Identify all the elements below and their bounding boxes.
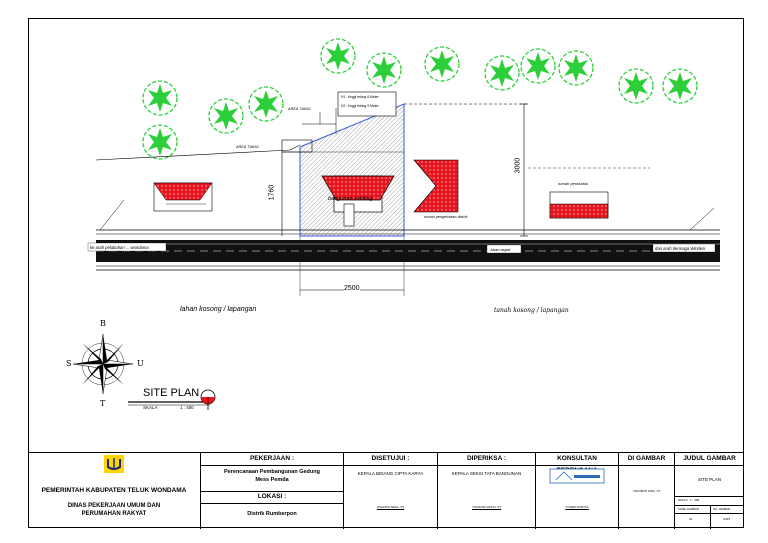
section-marker-icon [200, 389, 216, 410]
dim-1760: 1760 [268, 184, 276, 201]
pekerjaan-header: PEKERJAAN : [201, 453, 343, 466]
building-rumah-pengelolaan [413, 159, 459, 213]
diperiksa-value: KEPALA SEKSI TATA BANGUNAN [451, 471, 522, 476]
disetujui-header: DISETUJUI : [344, 453, 437, 466]
rumah-pengelolaan-label: rumah pengelolaan distrik [424, 215, 468, 219]
building-left [153, 182, 213, 212]
compass-west: S [66, 359, 72, 368]
scale-value: 1 : 400 [180, 405, 194, 410]
pekerjaan-value-1: Perencanaan Pembangunan Gedung [224, 469, 320, 475]
judul-skala: SKALA : 1 : 400 [678, 498, 700, 502]
compass-icon [72, 333, 134, 395]
lokasi-header: LOKASI : [257, 493, 287, 500]
org-dept-2: PERUMAHAN RAKYAT [81, 511, 147, 517]
drawing-frame [28, 18, 744, 528]
tree-icon [248, 86, 284, 122]
legend-line-2: H2 : tinggi teking 9 Meter [341, 104, 379, 108]
lahan-kosong-label: lahan kosong / lapangan [180, 306, 257, 313]
konsultan-cell: KONSULTAN PERENCANA YOSEFUS BOKA [535, 453, 618, 529]
no-lembar-label: NO. LEMBAR [713, 507, 731, 511]
kode-gambar-label: KODE GAMBAR [678, 507, 699, 511]
disetujui-name: JOHANIS SEKA, ST [376, 505, 405, 509]
konsultan-header: KONSULTAN PERENCANA [536, 453, 618, 474]
diperiksa-cell: DIPERIKSA : KEPALA SEKSI TATA BANGUNAN Y… [437, 453, 535, 529]
org-dept-1: DINAS PEKERJAAN UMUM DAN [67, 503, 161, 509]
title-block: PEMERINTAH KABUPATEN TELUK WONDAMA DINAS… [28, 452, 744, 529]
tree-icon [366, 52, 402, 88]
judul-cell: JUDUL GAMBAR SITE PLAN SKALA : 1 : 400 K… [674, 453, 744, 529]
road-right-label: dari arah dermaga Windesi [655, 246, 706, 251]
compass-east: U [137, 359, 144, 368]
tree-icon [424, 46, 460, 82]
disetujui-value: KEPALA BIDANG CIPTA KARYA [357, 471, 424, 476]
road-left-label: ke arah pelabuhan ... wondama [90, 245, 149, 250]
tree-icon [142, 80, 178, 116]
pu-logo-icon [104, 455, 124, 473]
tree-icon [662, 68, 698, 104]
org-name: PEMERINTAH KABUPATEN TELUK WONDAMA [41, 487, 187, 494]
digambar-cell: DI GAMBAR YAKOBUS KIRA, ST [618, 453, 674, 529]
pekerjaan-value-2: Mess Pemda [255, 477, 289, 483]
diperiksa-header: DIPERIKSA : [438, 453, 535, 466]
rumah-penduduk-label: rumah penduduk [558, 181, 589, 186]
kode-gambar-value: 01 [689, 517, 693, 521]
org-cell: PEMERINTAH KABUPATEN TELUK WONDAMA DINAS… [28, 453, 200, 529]
legend-box [337, 91, 397, 117]
area-tiang-label-2: AREA TIANG [236, 145, 259, 149]
dim-3000: 3000 [514, 157, 522, 174]
judul-value: SITE PLAN [697, 477, 721, 482]
diperiksa-name: YOHANIS MAKAI, ST [471, 505, 502, 509]
road-mid-label: Jalan aspal [490, 247, 511, 252]
legend-line-1: H1 : tinggi teking 6 Meter [341, 95, 379, 99]
tree-icon [520, 48, 556, 84]
road [87, 199, 720, 271]
building-rumah-penduduk [549, 191, 609, 219]
tree-icon [558, 50, 594, 86]
tree-icon [484, 55, 520, 91]
no-lembar-value: A/8/3 [723, 517, 731, 521]
building-existing [321, 175, 395, 227]
compass-north: B [100, 319, 106, 328]
dim-2500: 2500 [344, 285, 360, 292]
judul-header: JUDUL GAMBAR [675, 453, 744, 466]
tanah-kosong-label: tanah kosong / lapangan [494, 307, 569, 314]
area-tiang-label: AREA TIANG [288, 107, 311, 111]
disetujui-cell: DISETUJUI : KEPALA BIDANG CIPTA KARYA JO… [343, 453, 437, 529]
tree-icon [320, 38, 356, 74]
scale-label: SKALA [143, 405, 158, 410]
digambar-header: DI GAMBAR [619, 453, 674, 466]
tree-icon [618, 68, 654, 104]
tree-icon [208, 98, 244, 134]
pekerjaan-cell: PEKERJAAN : Perencanaan Pembangunan Gedu… [200, 453, 343, 529]
lokasi-value: Distrik Rumberpon [247, 511, 297, 517]
bangunan-existing-label: bangunan existing [328, 196, 373, 202]
compass-south: T [100, 399, 106, 408]
konsultan-name: YOSEFUS BOKA [565, 505, 589, 509]
konsultan-logo-icon [549, 468, 605, 484]
digambar-name: YAKOBUS KIRA, ST [632, 489, 661, 493]
tree-icon [142, 124, 178, 160]
site-plan-title: SITE PLAN [143, 387, 200, 399]
